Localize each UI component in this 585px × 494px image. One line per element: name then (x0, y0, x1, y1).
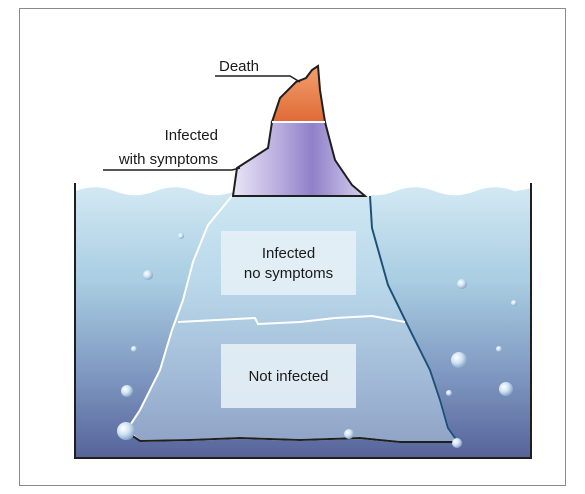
bubble (178, 233, 184, 239)
iceberg-tip (272, 66, 325, 122)
label-infected-no-symptoms-2: no symptoms (244, 265, 333, 282)
label-death: Death (219, 58, 259, 75)
bubble (511, 300, 517, 306)
label-infected-no-symptoms-1: Infected (262, 245, 315, 262)
bubble (496, 346, 502, 352)
bubble (451, 352, 467, 368)
iceberg-above-water (233, 122, 365, 196)
bubble (446, 390, 452, 396)
label-not-infected: Not infected (248, 368, 328, 385)
bubble (121, 385, 133, 397)
label-infected-with-symptoms-1: Infected (165, 127, 218, 144)
label-infected-with-symptoms-2: with symptoms (118, 151, 218, 168)
bubble (344, 429, 354, 439)
bubble (452, 438, 462, 448)
bubble (131, 346, 137, 352)
bubble (499, 382, 513, 396)
bubble (143, 270, 153, 280)
bubble (457, 279, 467, 289)
label-box-infected-no-symptoms (221, 231, 356, 295)
death-leader-line (215, 76, 300, 82)
symptoms-leader-line (103, 168, 240, 170)
bubble (117, 422, 135, 440)
